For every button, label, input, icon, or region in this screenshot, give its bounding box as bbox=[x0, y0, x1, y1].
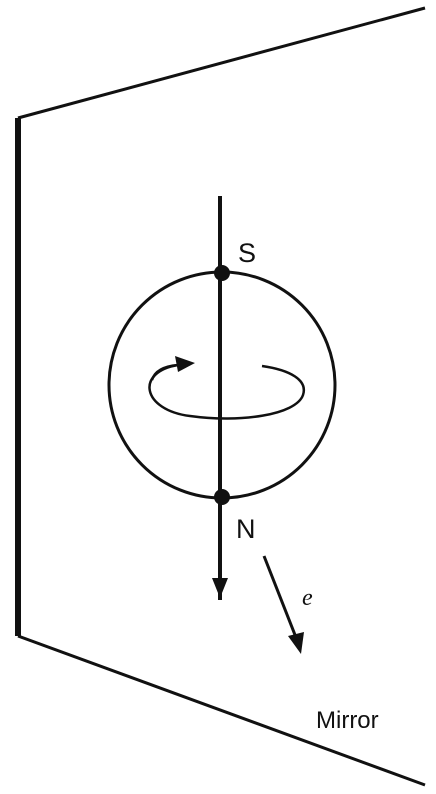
bottom-pole-label: N bbox=[236, 514, 256, 544]
rotation-loop bbox=[150, 365, 304, 418]
rotation-arrowhead-icon bbox=[175, 356, 195, 372]
mirror-top-edge bbox=[18, 8, 425, 118]
spin-axis-arrowhead-icon bbox=[212, 578, 228, 598]
electron-arrow-shaft bbox=[264, 556, 297, 640]
bottom-pole-dot bbox=[214, 489, 230, 505]
rotation-arrow-icon bbox=[152, 365, 178, 380]
electron-label: e bbox=[302, 585, 313, 611]
electron-arrowhead-icon bbox=[288, 632, 304, 654]
mirror-label: Mirror bbox=[316, 707, 379, 734]
top-pole-label: S bbox=[238, 238, 256, 268]
top-pole-dot bbox=[214, 265, 230, 281]
